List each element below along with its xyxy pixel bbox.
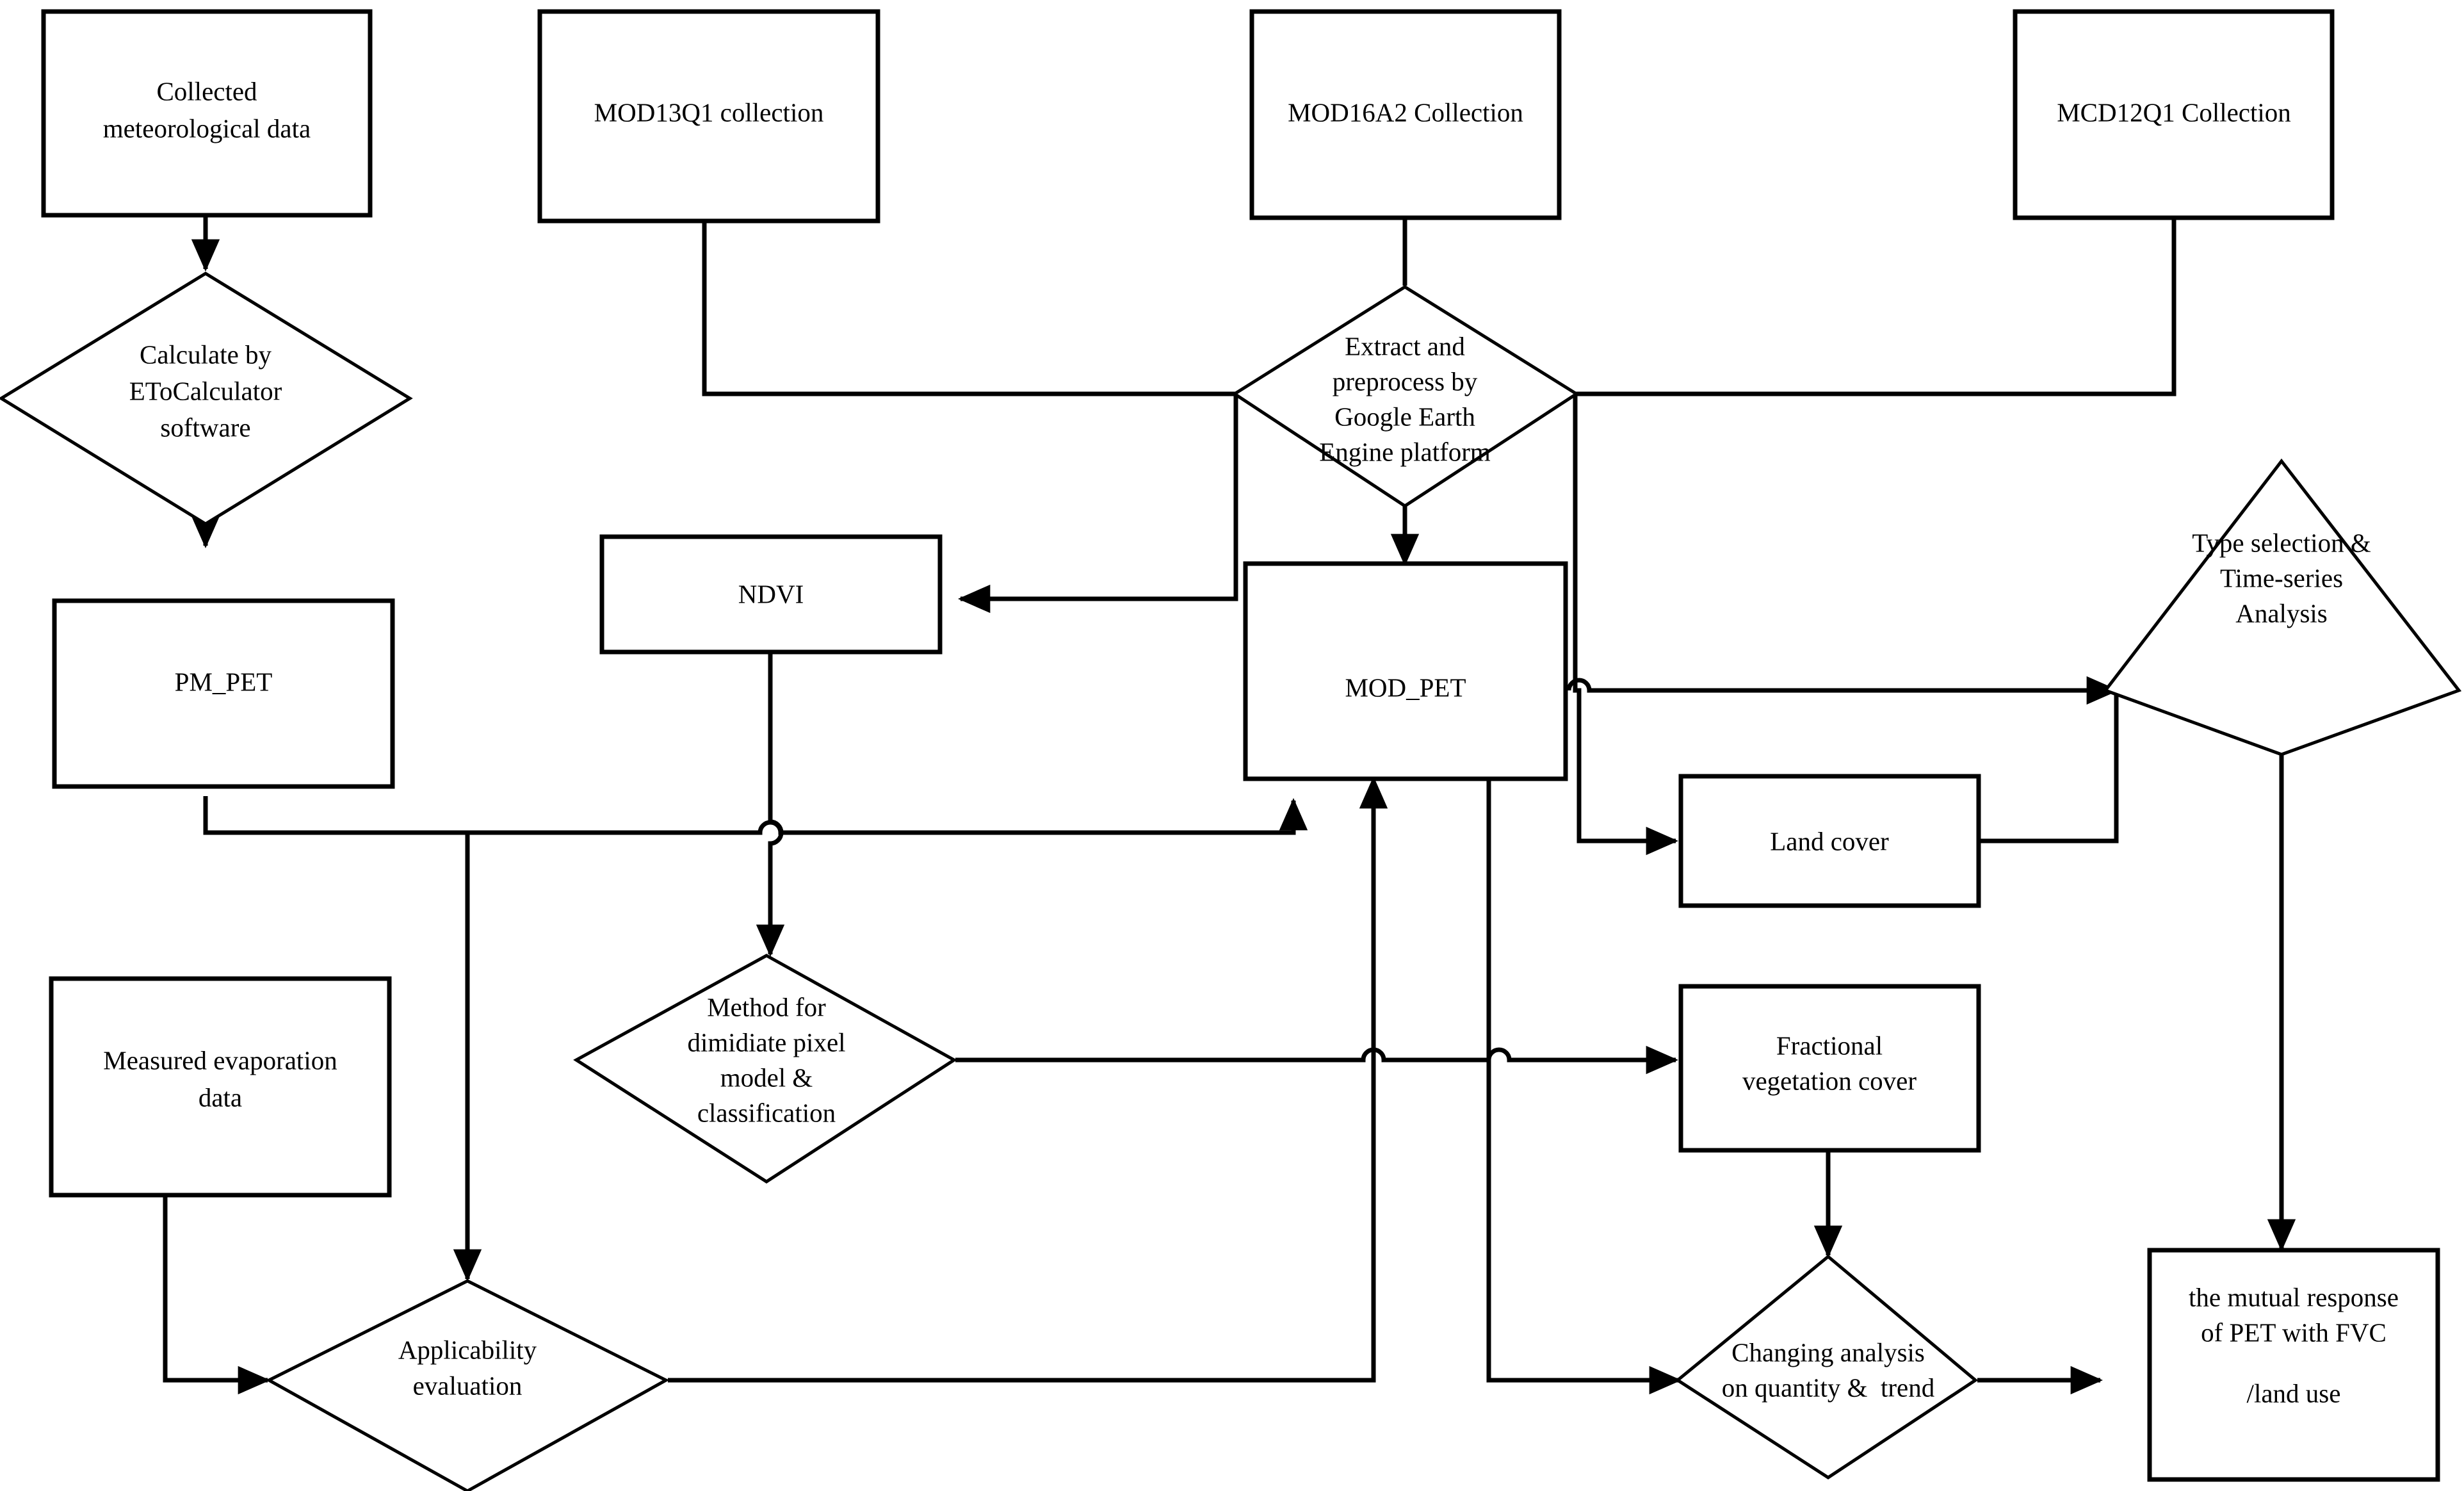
edge-mod-pet-to-changing <box>1486 779 1682 1395</box>
node-label: MOD13Q1 collection <box>594 97 824 127</box>
node-label: Measured evaporation <box>103 1045 337 1075</box>
node-label: data <box>199 1082 242 1112</box>
node-applicability-evaluation[interactable]: Applicability evaluation <box>265 1279 670 1491</box>
node-label: software <box>160 412 250 442</box>
node-measured-evaporation-data[interactable]: Measured evaporation data <box>49 976 392 1198</box>
node-label: PM_PET <box>175 667 273 696</box>
edge-ndvi-to-dimidiate <box>756 652 785 957</box>
edge-dimidiate-to-fvc <box>955 1045 1679 1075</box>
node-label: evaluation <box>413 1371 523 1400</box>
node-label: Engine platform <box>1319 437 1491 466</box>
node-label: Fractional <box>1776 1031 1883 1060</box>
edge-pm-pet-to-mod-pet <box>203 796 1308 835</box>
node-label: Applicability <box>398 1335 537 1364</box>
edge-measured-evap-to-applicability <box>163 1194 271 1395</box>
node-label: Land cover <box>1770 826 1889 856</box>
node-label: Time-series <box>2220 563 2343 592</box>
node-label: MOD_PET <box>1345 672 1466 702</box>
node-mod16a2-collection[interactable]: MOD16A2 Collection <box>1249 9 1562 220</box>
node-land-cover[interactable]: Land cover <box>1678 774 1981 908</box>
edge-applicability-to-mod-pet <box>668 776 1388 1383</box>
node-label: model & <box>720 1063 813 1092</box>
node-label: Changing analysis <box>1731 1337 1925 1367</box>
node-label: Google Earth <box>1334 402 1475 431</box>
node-label: classification <box>697 1098 836 1127</box>
node-mutual-response-pet-fvc-landuse[interactable]: the mutual response of PET with FVC /lan… <box>2147 1248 2440 1482</box>
node-label: the mutual response <box>2189 1282 2399 1312</box>
edge-gee-to-land-cover <box>1573 394 1679 856</box>
node-label: Calculate by <box>140 339 272 369</box>
node-label: MOD16A2 Collection <box>1288 97 1523 127</box>
node-label: on quantity & trend <box>1722 1373 1935 1402</box>
edge-mod-pet-to-type-selection <box>1566 676 2120 705</box>
edge-gee-to-ndvi <box>957 394 1238 614</box>
node-ndvi[interactable]: NDVI <box>599 534 943 655</box>
edge-mcd12q1-to-gee <box>1575 218 2176 396</box>
node-fractional-vegetation-cover[interactable]: Fractional vegetation cover <box>1678 984 1981 1153</box>
node-mod13q1-collection[interactable]: MOD13Q1 collection <box>537 9 880 224</box>
node-label: preprocess by <box>1333 366 1478 396</box>
node-mcd12q1-collection[interactable]: MCD12Q1 Collection <box>2013 9 2335 220</box>
node-label: /land use <box>2247 1378 2341 1408</box>
node-label: meteorological data <box>103 113 311 143</box>
node-calculate-by-etocalculator-software[interactable]: Calculate by EToCalculator software <box>0 272 413 526</box>
node-type-selection-time-series-analysis[interactable]: Type selection & Time-series Analysis <box>2102 458 2462 756</box>
node-label: Method for <box>707 992 826 1022</box>
node-pm-pet[interactable]: PM_PET <box>52 598 395 789</box>
node-changing-analysis-quantity-trend[interactable]: Changing analysis on quantity & trend <box>1674 1254 1979 1479</box>
node-mod-pet[interactable]: MOD_PET <box>1243 561 1568 781</box>
edge-mod13q1-to-gee <box>702 221 1236 396</box>
edge-land-cover-to-type-selection <box>1981 690 2119 843</box>
node-label: dimidiate pixel <box>687 1027 845 1057</box>
node-label: Collected <box>156 76 257 106</box>
node-extract-and-preprocess-by-gee[interactable]: Extract and preprocess by Google Earth E… <box>1231 285 1580 508</box>
node-collected-meteorological-data[interactable]: Collected meteorological data <box>41 9 373 218</box>
node-label: Analysis <box>2235 598 2328 628</box>
node-label: Extract and <box>1345 331 1465 361</box>
node-label: Type selection & <box>2192 528 2371 557</box>
node-label: of PET with FVC <box>2201 1317 2387 1347</box>
node-label: vegetation cover <box>1742 1066 1917 1095</box>
node-method-dimidiate-pixel-model-classification[interactable]: Method for dimidiate pixel model & class… <box>573 954 957 1184</box>
node-label: NDVI <box>738 579 804 608</box>
node-label: EToCalculator <box>129 376 282 405</box>
node-label: MCD12Q1 Collection <box>2057 97 2291 127</box>
